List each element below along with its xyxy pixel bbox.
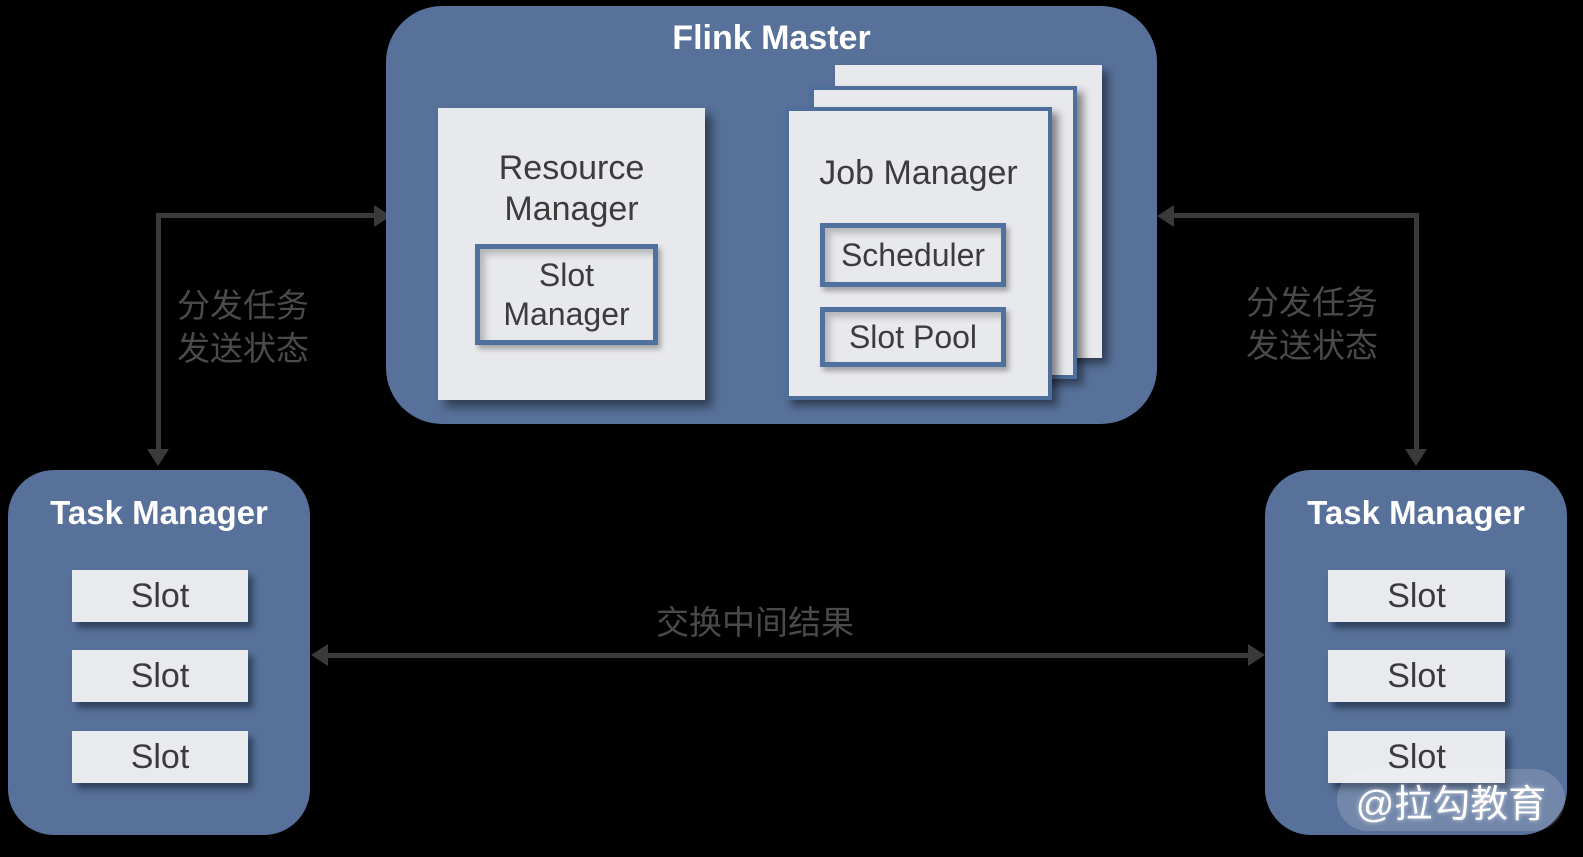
- right-connector-label-line1: 分发任务: [1246, 284, 1378, 321]
- arrowhead-left-into-master-icon: [1157, 205, 1174, 227]
- right-connector-vline: [1414, 213, 1419, 449]
- scheduler-label: Scheduler: [840, 236, 986, 273]
- task-manager-right-title: Task Manager: [1307, 494, 1525, 531]
- scheduler-box: Scheduler: [820, 223, 1006, 287]
- slot-pool-box: Slot Pool: [820, 307, 1006, 367]
- right-connector-label-line2: 发送状态: [1246, 327, 1378, 364]
- flink-master-container: Flink Master Resource Manager Slot Manag…: [386, 6, 1157, 424]
- task-manager-left-container: Task Manager Slot Slot Slot: [8, 470, 310, 835]
- flink-master-title: Flink Master: [672, 19, 871, 57]
- left-connector-label-line1: 分发任务: [177, 287, 309, 324]
- arrowhead-right-into-right-tm-icon: [1248, 644, 1265, 666]
- left-connector-vline: [156, 213, 161, 449]
- left-connector-label: 分发任务 发送状态: [158, 284, 328, 370]
- task-manager-left-slot-3: Slot: [72, 731, 248, 783]
- resource-manager-title: Resource Manager: [498, 149, 645, 228]
- job-manager-title: Job Manager: [819, 154, 1018, 192]
- arrowhead-down-into-left-tm-icon: [147, 449, 169, 466]
- task-manager-right-slot-2: Slot: [1328, 650, 1505, 702]
- bottom-connector-label: 交换中间结果: [656, 604, 854, 641]
- job-manager-card: Job Manager Scheduler Slot Pool: [785, 107, 1052, 400]
- left-connector-label-line2: 发送状态: [177, 330, 309, 367]
- right-connector-label: 分发任务 发送状态: [1227, 281, 1397, 367]
- slot-manager-label: Slot Manager: [503, 256, 630, 332]
- arrowhead-left-into-left-tm-icon: [311, 644, 328, 666]
- slot-manager-box: Slot Manager: [475, 244, 658, 345]
- task-manager-right-slot-3: Slot: [1328, 731, 1505, 783]
- task-manager-right-slot-1: Slot: [1328, 570, 1505, 622]
- task-manager-left-slot-2: Slot: [72, 650, 248, 702]
- task-manager-left-slot-1: Slot: [72, 570, 248, 622]
- arrowhead-down-into-right-tm-icon: [1405, 449, 1427, 466]
- task-manager-left-title: Task Manager: [50, 494, 268, 531]
- task-manager-right-container: Task Manager Slot Slot Slot: [1265, 470, 1567, 835]
- resource-manager-card: Resource Manager Slot Manager: [438, 108, 705, 400]
- watermark-badge: @拉勾教育: [1337, 769, 1565, 831]
- left-connector-hline: [156, 213, 374, 218]
- bottom-connector-hline: [328, 653, 1248, 658]
- right-connector-hline: [1173, 213, 1419, 218]
- slot-pool-label: Slot Pool: [848, 318, 978, 355]
